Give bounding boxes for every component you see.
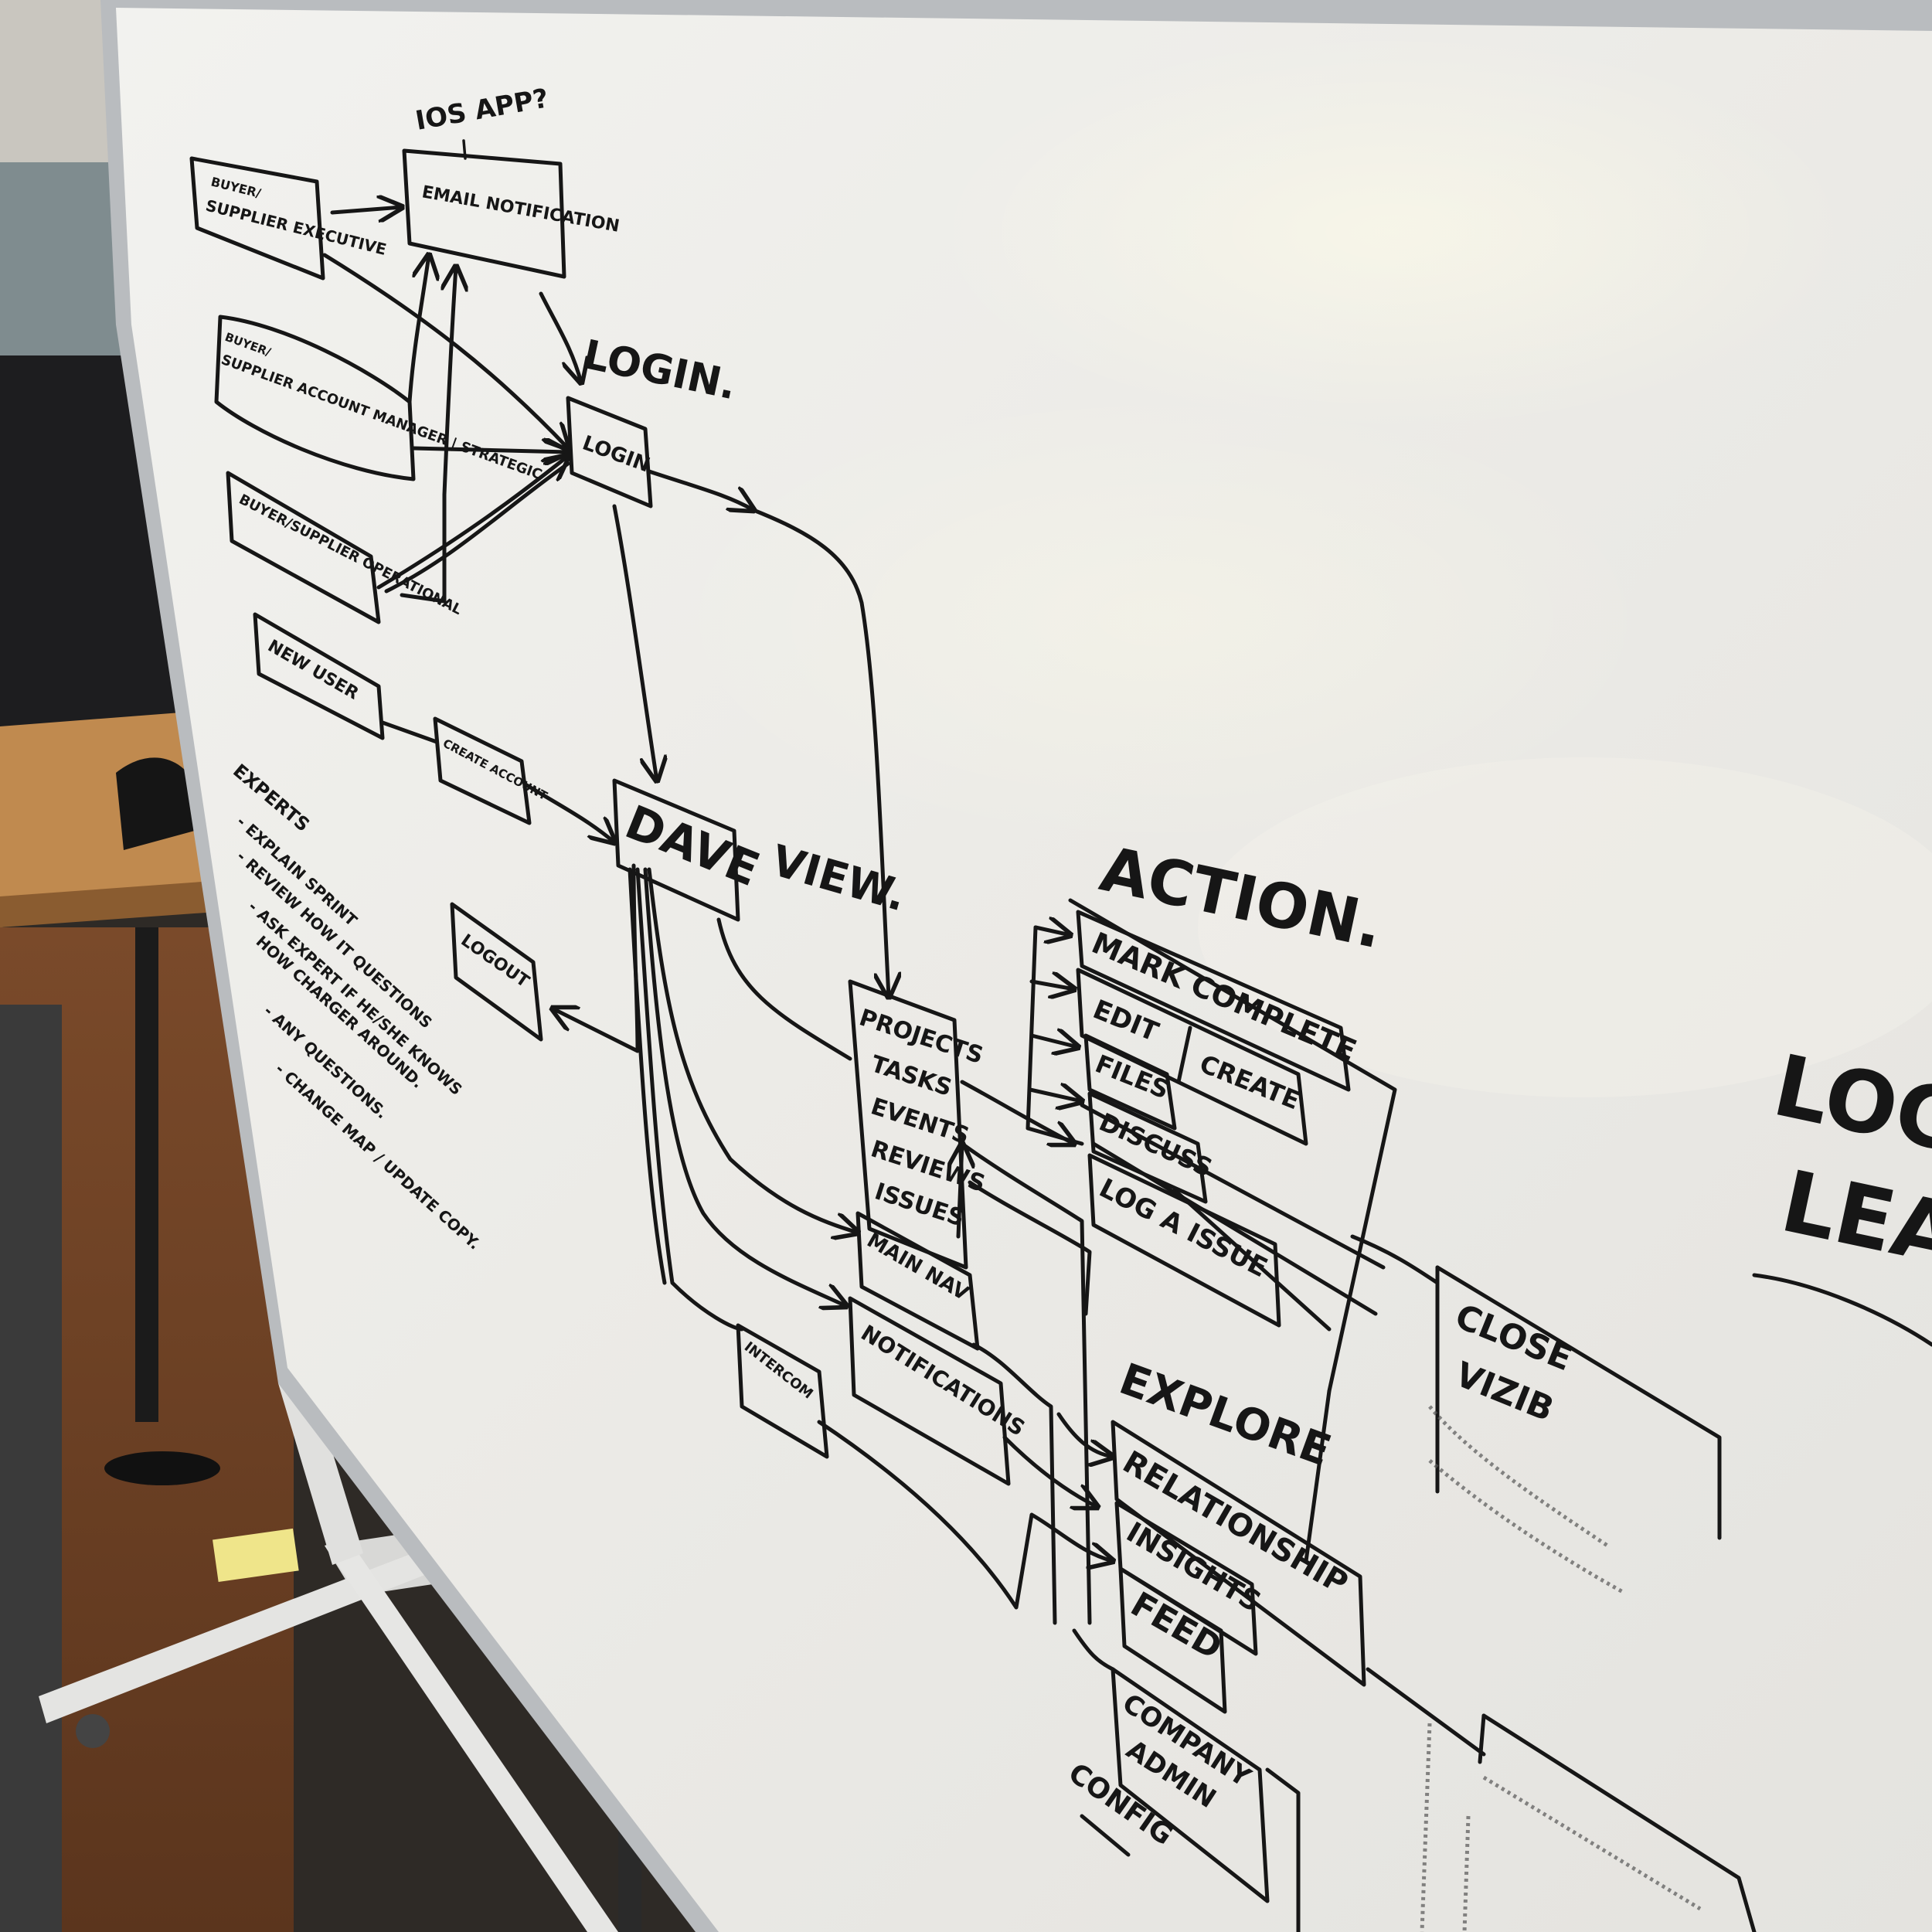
whiteboard-photo: BUYER/ SUPPLIER EXECUTIVE IOS APP? EMAIL… bbox=[0, 0, 1932, 1932]
